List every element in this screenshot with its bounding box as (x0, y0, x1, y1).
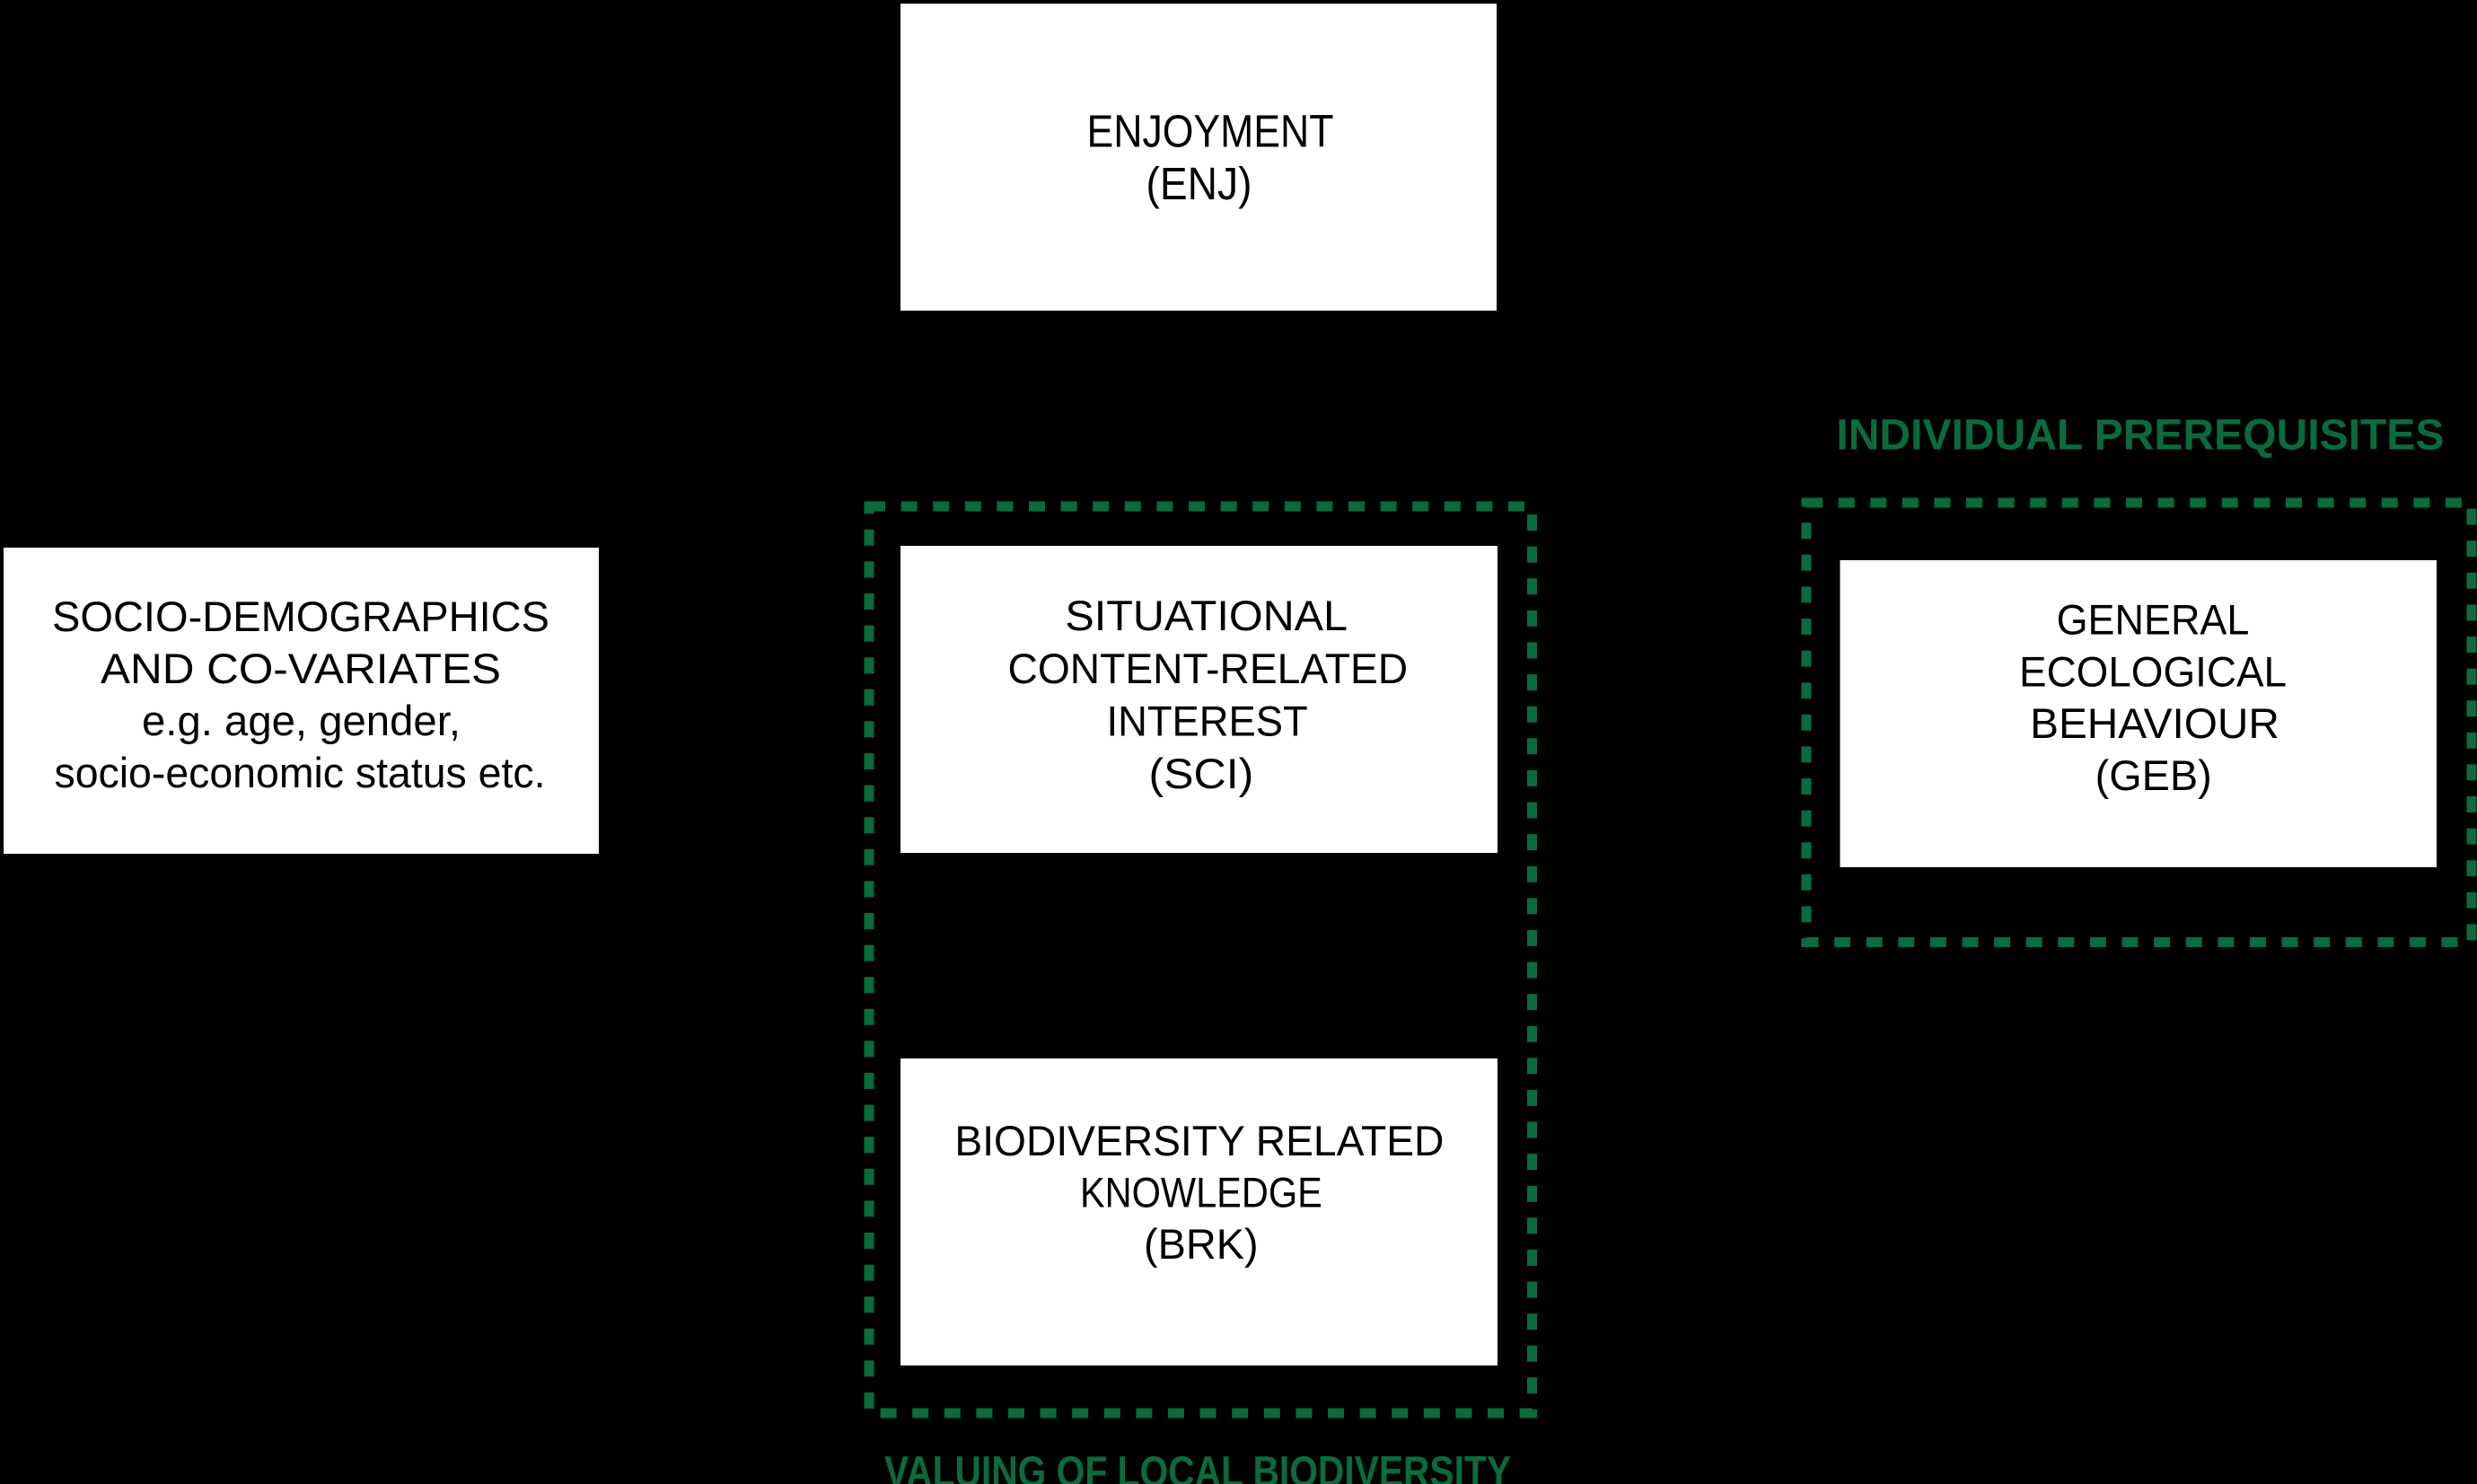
svg-text:(GEB): (GEB) (2095, 751, 2212, 799)
svg-text:SOCIO-DEMOGRAPHICS: SOCIO-DEMOGRAPHICS (52, 593, 549, 640)
svg-text:(ENJ): (ENJ) (1146, 158, 1252, 209)
svg-text:ECOLOGICAL: ECOLOGICAL (2019, 647, 2287, 695)
svg-text:socio-economic status etc.: socio-economic status etc. (55, 749, 546, 796)
svg-text:ENJOYMENT: ENJOYMENT (1087, 105, 1334, 156)
svg-text:BEHAVIOUR: BEHAVIOUR (2030, 699, 2279, 747)
svg-text:GENERAL: GENERAL (2057, 596, 2250, 644)
svg-text:INTEREST: INTEREST (1107, 697, 1308, 744)
svg-text:VALUING OF LOCAL BIODIVERSITY: VALUING OF LOCAL BIODIVERSITY (884, 1447, 1511, 1484)
svg-text:(BRK): (BRK) (1144, 1220, 1259, 1268)
svg-text:CONTENT-RELATED: CONTENT-RELATED (1008, 645, 1409, 692)
svg-text:BIODIVERSITY RELATED: BIODIVERSITY RELATED (954, 1117, 1444, 1164)
svg-text:KNOWLEDGE: KNOWLEDGE (1080, 1169, 1322, 1216)
svg-text:INDIVIDUAL PREREQUISITES: INDIVIDUAL PREREQUISITES (1836, 410, 2444, 459)
svg-text:SITUATIONAL: SITUATIONAL (1065, 592, 1348, 639)
svg-text:e.g. age, gender,: e.g. age, gender, (142, 697, 461, 744)
svg-text:(SCI): (SCI) (1149, 750, 1254, 797)
svg-text:AND CO-VARIATES: AND CO-VARIATES (101, 645, 501, 692)
